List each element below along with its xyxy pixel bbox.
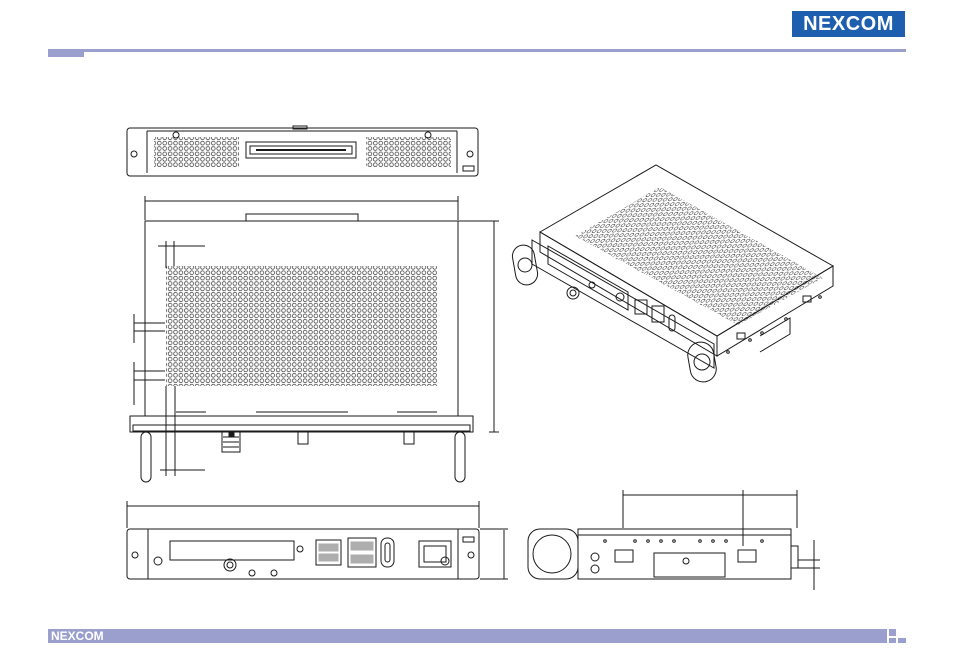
nexcom-logo-text: NEXCOM: [803, 13, 894, 36]
nexcom-logo-wordmark: NEXCOM: [792, 11, 905, 37]
top-plan-view: [130, 196, 499, 482]
footer-square-bottom-right: [898, 638, 906, 643]
isometric-view: [511, 165, 833, 384]
side-view: [528, 490, 820, 590]
footer-square-top: [889, 629, 896, 636]
front-panel-view: [127, 501, 508, 579]
footer-accent-bar: [48, 629, 887, 643]
footer-square-bottom-left: [889, 638, 896, 643]
front-edge-view: [127, 126, 478, 176]
footer-nexcom-logo: NEXCOM: [51, 629, 104, 643]
nexcom-logo: NEXCOM: [792, 11, 905, 37]
